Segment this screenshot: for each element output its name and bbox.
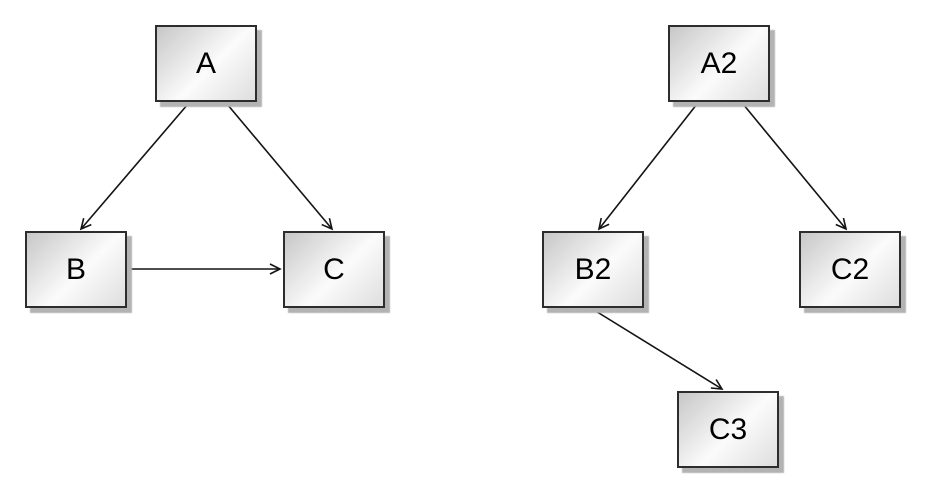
node-label: A xyxy=(195,46,216,80)
node-B2: B2 xyxy=(542,231,644,308)
node-C: C xyxy=(283,231,385,308)
edge-A-B xyxy=(79,103,189,231)
node-A: A xyxy=(155,25,257,102)
node-A2: A2 xyxy=(668,25,770,102)
node-B: B xyxy=(25,231,127,308)
node-label: C3 xyxy=(708,412,748,446)
node-label: C xyxy=(323,252,345,286)
node-label: A2 xyxy=(700,46,738,80)
node-C2: C2 xyxy=(799,231,901,308)
node-C3: C3 xyxy=(677,391,779,468)
node-label: C2 xyxy=(830,252,870,286)
edge-A2-B2 xyxy=(597,103,698,231)
edge-A2-C2 xyxy=(742,103,848,231)
edge-A-C xyxy=(226,103,334,231)
node-label: B xyxy=(65,252,86,286)
edge-B2-C3 xyxy=(593,309,724,390)
node-label: B2 xyxy=(574,252,612,286)
edges-group xyxy=(79,103,848,390)
